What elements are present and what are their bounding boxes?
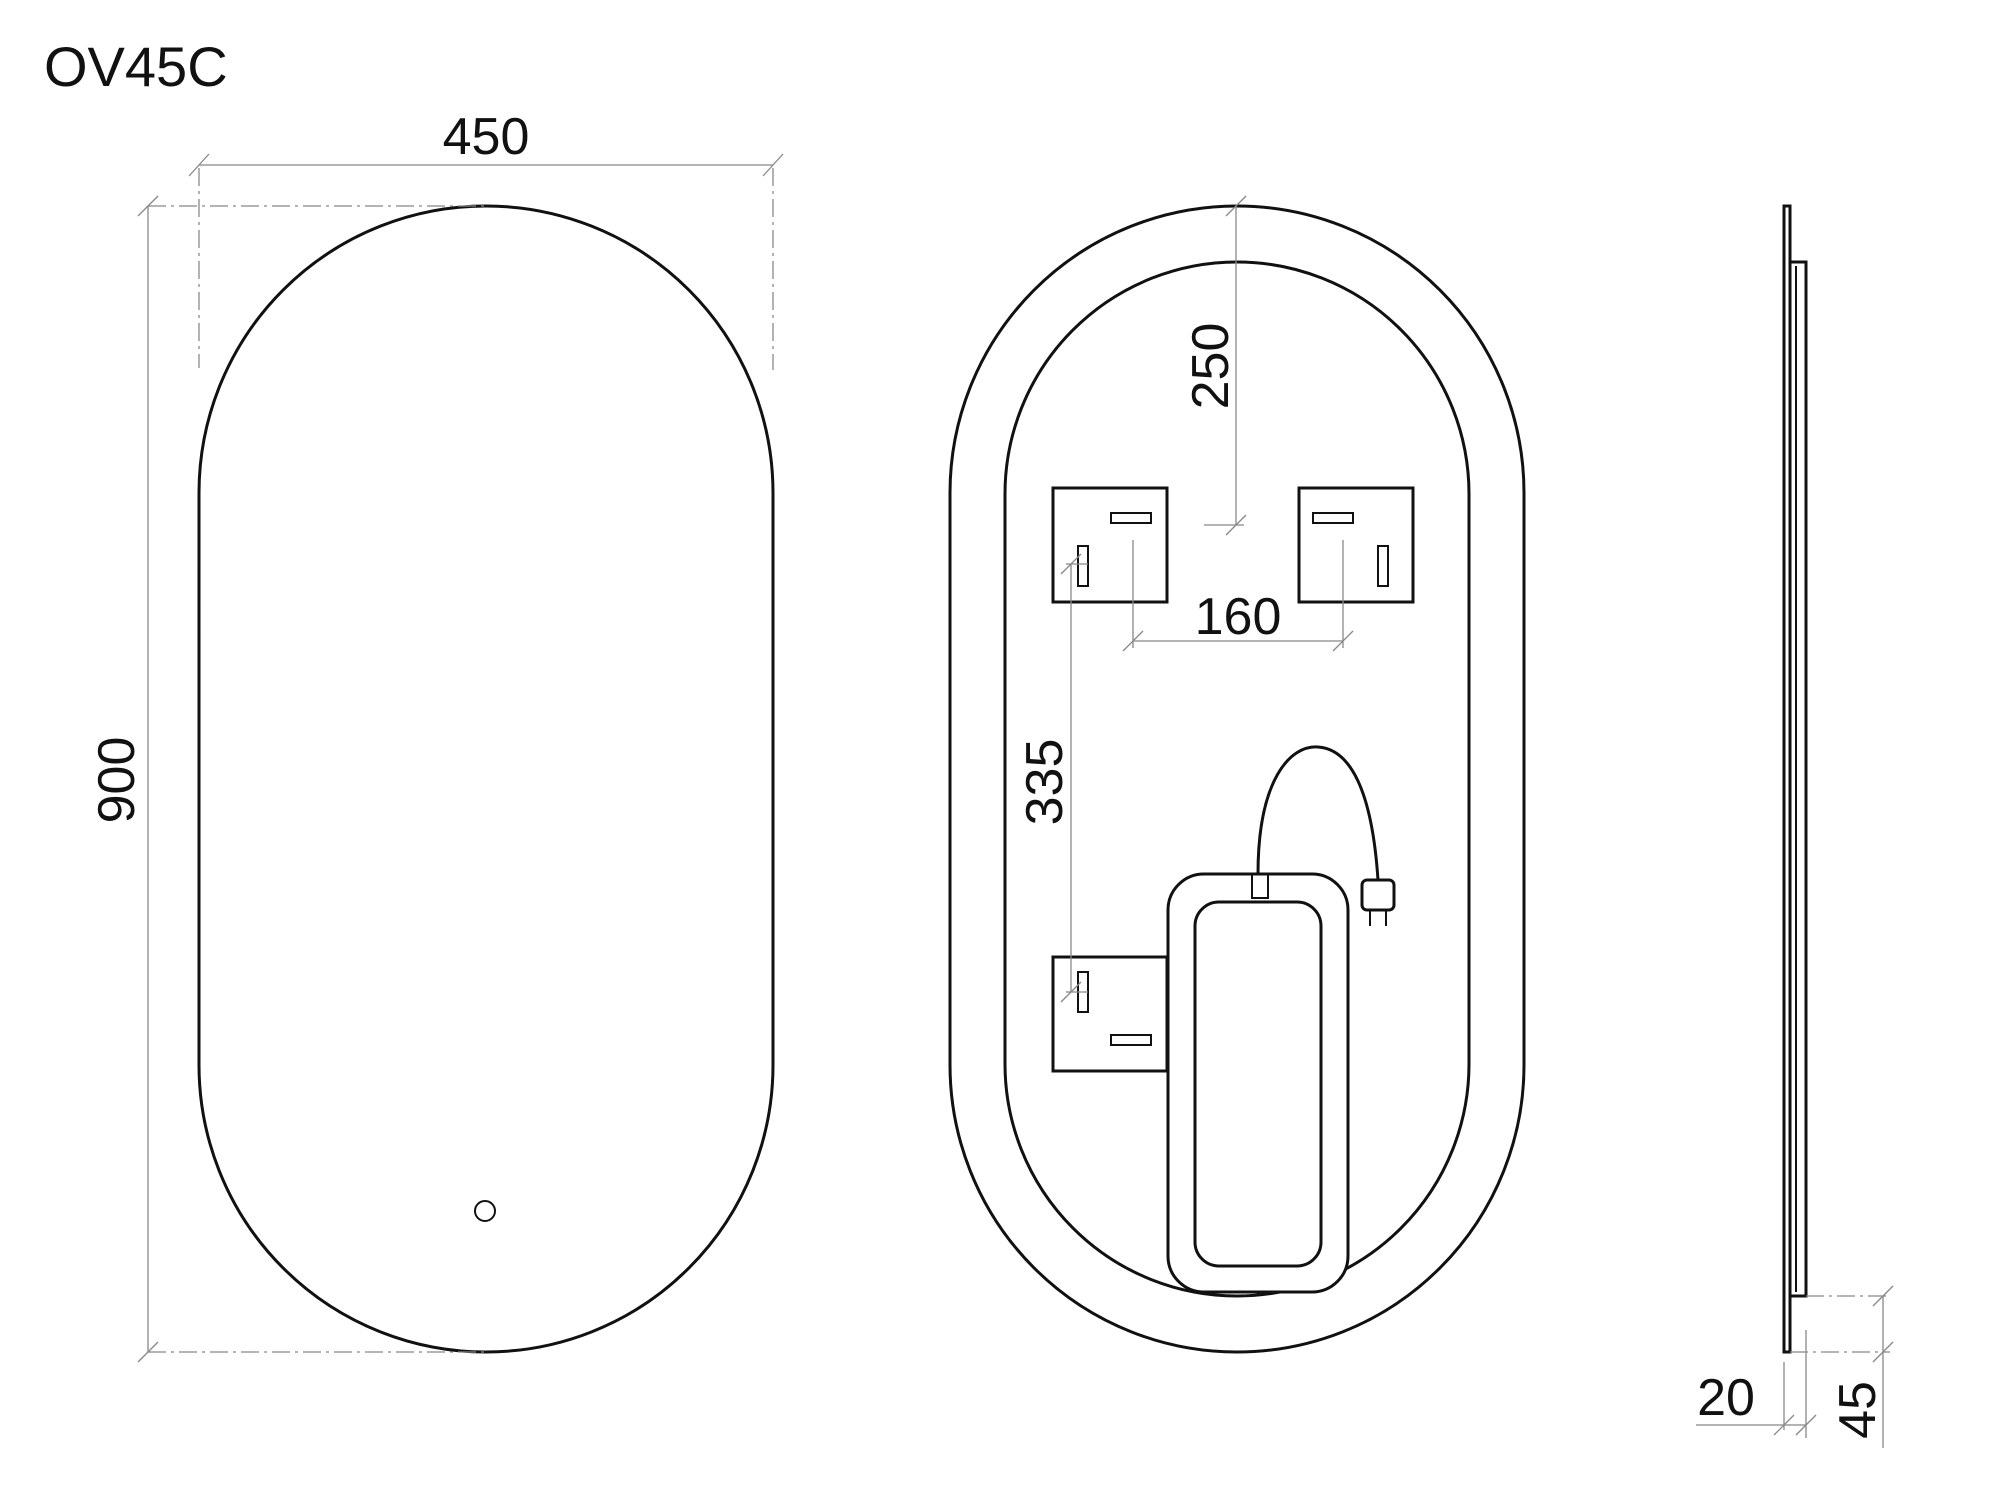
side-view: 20 45 — [1696, 204, 1894, 1448]
width-tick-right — [762, 153, 784, 177]
bracket-slot-horizontal — [1312, 512, 1354, 524]
bracket-top-left — [1051, 486, 1169, 604]
depth-label: 45 — [1829, 1381, 1887, 1439]
model-title: OV45C — [44, 35, 228, 98]
top-to-bracket-tick-bottom — [1225, 514, 1247, 536]
back-outer-outline — [948, 204, 1526, 1354]
bracket-slot-horizontal — [1110, 512, 1152, 524]
height-tick-top — [137, 195, 159, 217]
touch-sensor-icon — [474, 1200, 496, 1222]
power-plug — [1360, 878, 1396, 912]
top-to-bracket-label: 250 — [1182, 323, 1240, 410]
width-tick-left — [188, 153, 210, 177]
driver-housing-inner — [1193, 900, 1323, 1268]
bracket-spacing-label: 160 — [1195, 588, 1282, 646]
side-frame — [1788, 260, 1808, 1298]
vertical-bracket-spacing-label: 335 — [1016, 739, 1074, 826]
thickness-label: 20 — [1697, 1369, 1755, 1427]
bracket-slot-vertical — [1377, 545, 1389, 587]
bracket-bottom-left — [1051, 955, 1169, 1073]
front-mirror-outline — [197, 204, 775, 1354]
height-tick-bottom — [137, 1341, 159, 1363]
thickness-tick-right — [1795, 1414, 1817, 1436]
depth-tick-top — [1872, 1285, 1894, 1307]
bracket-spacing-tick-left — [1122, 630, 1144, 652]
vertical-bracket-spacing-tick-bottom — [1060, 981, 1082, 1003]
top-to-bracket-tick-top — [1225, 195, 1247, 217]
back-inner-outline — [1003, 260, 1471, 1298]
power-cable — [1256, 745, 1380, 881]
cable-gland — [1251, 873, 1269, 899]
bracket-top-right — [1297, 486, 1415, 604]
bracket-slot-vertical — [1077, 545, 1089, 587]
bracket-slot-horizontal — [1110, 1034, 1152, 1046]
thickness-tick-left — [1773, 1414, 1795, 1436]
front-view: 450 900 — [88, 108, 784, 1363]
bracket-spacing-tick-right — [1332, 630, 1354, 652]
depth-tick-bottom — [1872, 1341, 1894, 1363]
vertical-bracket-spacing-tick-top — [1060, 553, 1082, 575]
width-label: 450 — [443, 108, 530, 166]
height-label: 900 — [88, 737, 146, 824]
back-view: 250 160 335 — [948, 195, 1526, 1354]
